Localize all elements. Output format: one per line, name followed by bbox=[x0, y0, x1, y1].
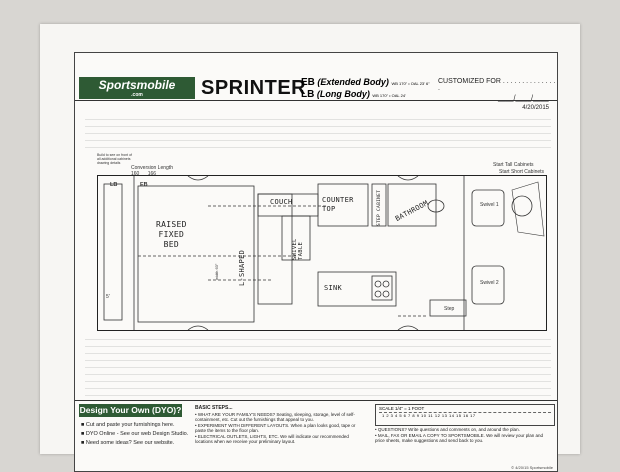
basic-steps-continued: • QUESTIONS? Write questions and comment… bbox=[375, 427, 553, 444]
scale-ruler: SCALE 1/4" = 1 FOOT 1 2 3 4 5 6 7 8 9 10… bbox=[375, 404, 555, 426]
dyo-title: Design Your Own (DYO)? bbox=[79, 404, 182, 417]
copyright: © 4/20/15 Sportsmobile bbox=[511, 465, 553, 470]
swivel-table-note: SWIVEL TABLE bbox=[292, 238, 304, 260]
logo-sub: .com bbox=[131, 92, 143, 98]
start-tall-cabinets: Start Tall Cabinets bbox=[493, 162, 534, 168]
lb-spec: WB 170" • OAL 24' bbox=[372, 93, 406, 98]
dyo-bullet-text: Cut and paste your furnishings here. bbox=[85, 422, 175, 428]
step-item: • MAIL, FAX OR EMAIL A COPY TO SPORTSMOB… bbox=[375, 432, 544, 444]
dyo-bullet: ■ Need some ideas? See our website. bbox=[81, 440, 175, 446]
eb-spec: WB 170" • OAL 23' 6" bbox=[391, 81, 430, 86]
form-footer: Design Your Own (DYO)? ■ Cut and paste y… bbox=[75, 400, 557, 472]
eb-code: EB bbox=[301, 77, 315, 88]
dyo-bullet-text: DYO Online - See our web Design Studio. bbox=[85, 431, 189, 437]
sportsmobile-logo: Sportsmobile .com bbox=[79, 77, 195, 99]
form-header: Sportsmobile .com SPRINTER EB (Extended … bbox=[75, 53, 557, 102]
step-cabinet-note: STEP CABINET bbox=[377, 189, 382, 226]
body-variants: EB (Extended Body) WB 170" • OAL 23' 6" … bbox=[301, 77, 430, 101]
step-label: Step bbox=[444, 306, 455, 312]
basic-steps: BASIC STEPS... • WHAT ARE YOUR FAMILY'S … bbox=[195, 405, 365, 445]
lb-label: (Long Body) bbox=[316, 89, 370, 99]
swivel-2-label: Swivel 2 bbox=[480, 280, 499, 286]
customized-for-label: CUSTOMIZED FOR . . . . . . . . . . . . .… bbox=[438, 78, 556, 92]
floor-plan-drawing bbox=[103, 176, 545, 330]
van-floor-plan: LB EB 5' width 63" Step Swivel 1 Swivel … bbox=[97, 175, 547, 331]
lb-marker: LB bbox=[110, 182, 118, 188]
customized-date: ____/____/____ bbox=[498, 95, 549, 102]
five-foot-marker: 5' bbox=[106, 294, 110, 300]
floor-plan-form: Sportsmobile .com SPRINTER EB (Extended … bbox=[74, 52, 558, 472]
start-short-cabinets: Start Short Cabinets bbox=[499, 169, 545, 175]
header-divider bbox=[75, 100, 557, 101]
length-160: 160 bbox=[131, 171, 140, 177]
dyo-bullet: ■ DYO Online - See our web Design Studio… bbox=[81, 431, 189, 437]
dyo-bullet: ■ Cut and paste your furnishings here. bbox=[81, 422, 175, 428]
dyo-bullet-text: Need some ideas? See our website. bbox=[85, 440, 175, 446]
step-item: • QUESTIONS? Write questions and comment… bbox=[375, 427, 520, 432]
step-item: • WHAT ARE YOUR FAMILY'S NEEDS? Seating,… bbox=[195, 411, 355, 423]
notes-lines-bottom bbox=[85, 333, 551, 397]
dyo-bullets: ■ Cut and paste your furnishings here. ■… bbox=[81, 421, 188, 448]
eb-label: (Extended Body) bbox=[317, 77, 389, 87]
step-item: • ELECTRICAL OUTLETS, LIGHTS, ETC. We wi… bbox=[195, 433, 349, 445]
lb-code: LB bbox=[301, 89, 315, 100]
sink-note: SINK bbox=[324, 284, 343, 292]
form-date: 4/20/2015 bbox=[522, 105, 549, 111]
width-dimension: width 63" bbox=[214, 263, 219, 280]
couch-note: COUCH bbox=[270, 198, 293, 206]
raised-fixed-bed-note: RAISED FIXED BED bbox=[156, 220, 187, 249]
notes-lines-top bbox=[85, 113, 551, 153]
l-shaped-note: L-SHAPED bbox=[238, 249, 246, 286]
eb-marker: EB bbox=[140, 182, 148, 188]
counter-top-note: COUNTER TOP bbox=[322, 196, 354, 213]
swivel-1-label: Swivel 1 bbox=[480, 202, 499, 208]
conversion-length-label: Conversion Length bbox=[131, 165, 173, 171]
scale-title: SCALE 1/4" = 1 FOOT bbox=[379, 406, 425, 411]
customized-for: CUSTOMIZED FOR . . . . . . . . . . . . .… bbox=[438, 78, 557, 102]
step-item: • EXPERIMENT WITH DIFFERENT LAYOUTS. Whe… bbox=[195, 422, 356, 434]
build-note: Build to see on front of all additional … bbox=[97, 153, 133, 165]
conversion-lengths: 160 166 bbox=[131, 171, 156, 177]
paper-sheet: Sportsmobile .com SPRINTER EB (Extended … bbox=[40, 24, 580, 472]
scale-ticks: 1 2 3 4 5 6 7 8 9 10 11 12 13 14 15 16 1… bbox=[379, 412, 551, 418]
model-title: SPRINTER bbox=[201, 77, 307, 99]
length-166: 166 bbox=[147, 171, 157, 177]
basic-steps-title: BASIC STEPS... bbox=[195, 405, 233, 411]
logo-text: Sportsmobile bbox=[98, 78, 176, 92]
